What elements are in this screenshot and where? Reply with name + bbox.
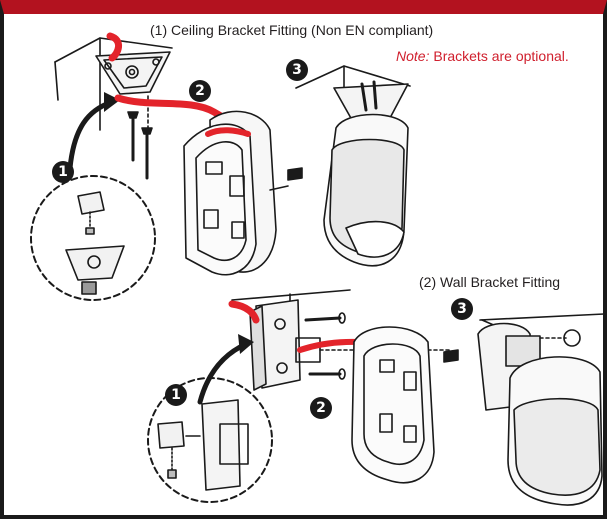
ceiling-bracket xyxy=(95,51,171,95)
step-2-badge-ceiling: 2 xyxy=(189,80,211,102)
step-3-badge-wall: 3 xyxy=(451,298,473,320)
arrow-to-wall-bracket xyxy=(197,341,249,405)
detector-back-plate-2 xyxy=(351,326,459,484)
note-text: Brackets are optional. xyxy=(429,48,569,64)
step-3-badge-ceiling: 3 xyxy=(286,59,308,81)
optional-brackets-note: Note: Brackets are optional. xyxy=(396,48,569,64)
step-2-badge-wall: 2 xyxy=(310,397,332,419)
cable-through-base xyxy=(205,127,251,137)
step-1-badge-wall: 1 xyxy=(165,384,187,406)
assembled-ceiling-detector xyxy=(323,80,409,267)
detector-back-plate xyxy=(183,110,303,276)
step-1-badge-ceiling: 1 xyxy=(52,161,74,183)
assembled-wall-detector xyxy=(477,322,603,506)
arrow-to-bracket xyxy=(67,99,115,171)
ceiling-corner-1 xyxy=(54,37,173,131)
detail-circle-2 xyxy=(147,377,273,503)
note-label: Note: xyxy=(396,48,430,64)
cable-wall-bracket xyxy=(228,300,260,324)
detail-circle-1 xyxy=(30,175,156,301)
wall-bracket xyxy=(249,299,321,391)
ceiling-screws xyxy=(127,95,153,180)
section-1-title: (1) Ceiling Bracket Fitting (Non EN comp… xyxy=(150,22,434,38)
section-2-title: (2) Wall Bracket Fitting xyxy=(419,274,561,290)
